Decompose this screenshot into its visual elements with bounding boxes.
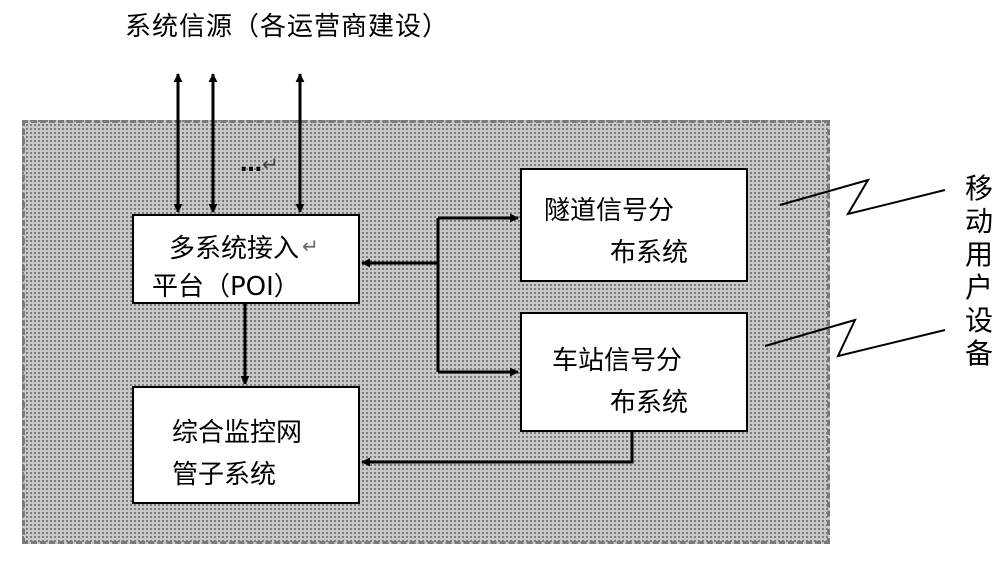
poi-label-line2: 平台（POI） <box>152 272 300 302</box>
mobile-user-char: 移 <box>964 172 993 205</box>
mobile-user-char: 设 <box>964 304 993 337</box>
wireless-link-station-icon <box>764 318 946 358</box>
more-sources-ellipsis: …↵ <box>240 152 279 177</box>
diagram-title: 系统信源（各运营商建设） <box>125 12 450 42</box>
return-mark-icon: ↵ <box>302 234 319 258</box>
mobile-user-char: 户 <box>964 271 993 304</box>
wireless-link-tunnel-icon <box>779 178 946 216</box>
station-to-monitor-link <box>361 432 634 467</box>
monitoring-subsystem-box: 综合监控网 管子系统 <box>132 386 360 504</box>
monitor-label-line1: 综合监控网 <box>172 418 303 448</box>
mobile-user-device-label: 移 动 用 户 设 备 <box>962 172 996 370</box>
monitor-label-line2: 管子系统 <box>172 460 277 490</box>
station-label-line2: 布系统 <box>610 388 689 418</box>
mobile-user-char: 备 <box>964 337 993 370</box>
return-mark-icon: ↵ <box>262 152 279 176</box>
tunnel-label-line1: 隧道信号分 <box>544 196 675 226</box>
mobile-user-char: 动 <box>964 205 993 238</box>
mobile-user-char: 用 <box>964 238 993 271</box>
tunnel-das-box: 隧道信号分 布系统 <box>520 168 748 282</box>
tunnel-label-line2: 布系统 <box>610 238 689 268</box>
poi-platform-box: 多系统接入 ↵ 平台（POI） <box>132 214 360 304</box>
station-das-box: 车站信号分 布系统 <box>520 312 748 432</box>
poi-label-line1: 多系统接入 <box>169 234 300 264</box>
station-label-line1: 车站信号分 <box>552 346 683 376</box>
